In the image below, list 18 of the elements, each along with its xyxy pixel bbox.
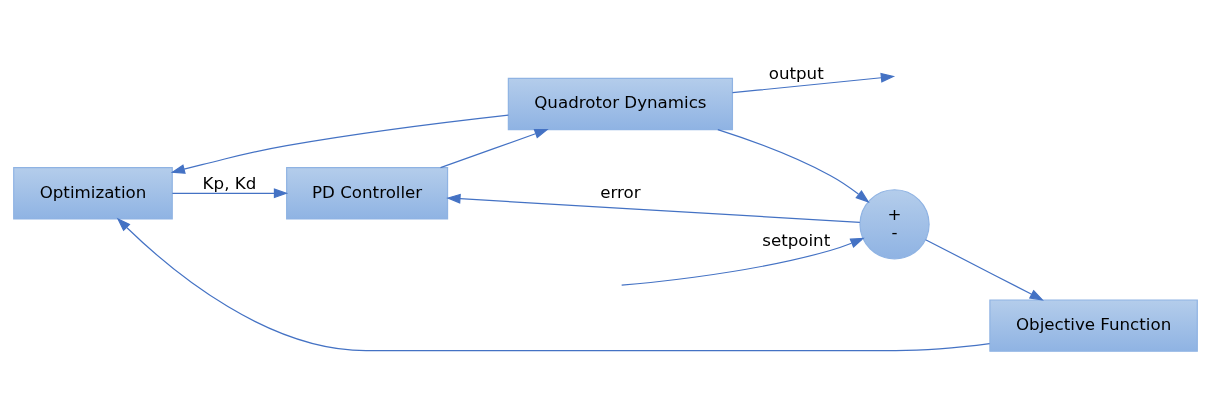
edge-label: Kp, Kd xyxy=(202,173,257,193)
arrow xyxy=(439,128,549,168)
arrow xyxy=(731,72,896,93)
arrow xyxy=(446,193,861,223)
edge-label: output xyxy=(768,63,824,83)
node-box: Optimization xyxy=(13,166,173,220)
node-circle: + - xyxy=(859,188,930,259)
node-box: PD Controller xyxy=(286,166,449,220)
arrow xyxy=(925,238,1044,301)
node-box: Objective Function xyxy=(989,298,1198,352)
edge-label: setpoint xyxy=(762,230,831,250)
arrow xyxy=(621,237,865,286)
arrow xyxy=(116,217,991,351)
edge-label: error xyxy=(600,182,641,202)
arrow xyxy=(171,187,289,198)
arrow xyxy=(717,128,870,203)
node-box: Quadrotor Dynamics xyxy=(507,77,734,130)
arrow xyxy=(170,114,509,174)
